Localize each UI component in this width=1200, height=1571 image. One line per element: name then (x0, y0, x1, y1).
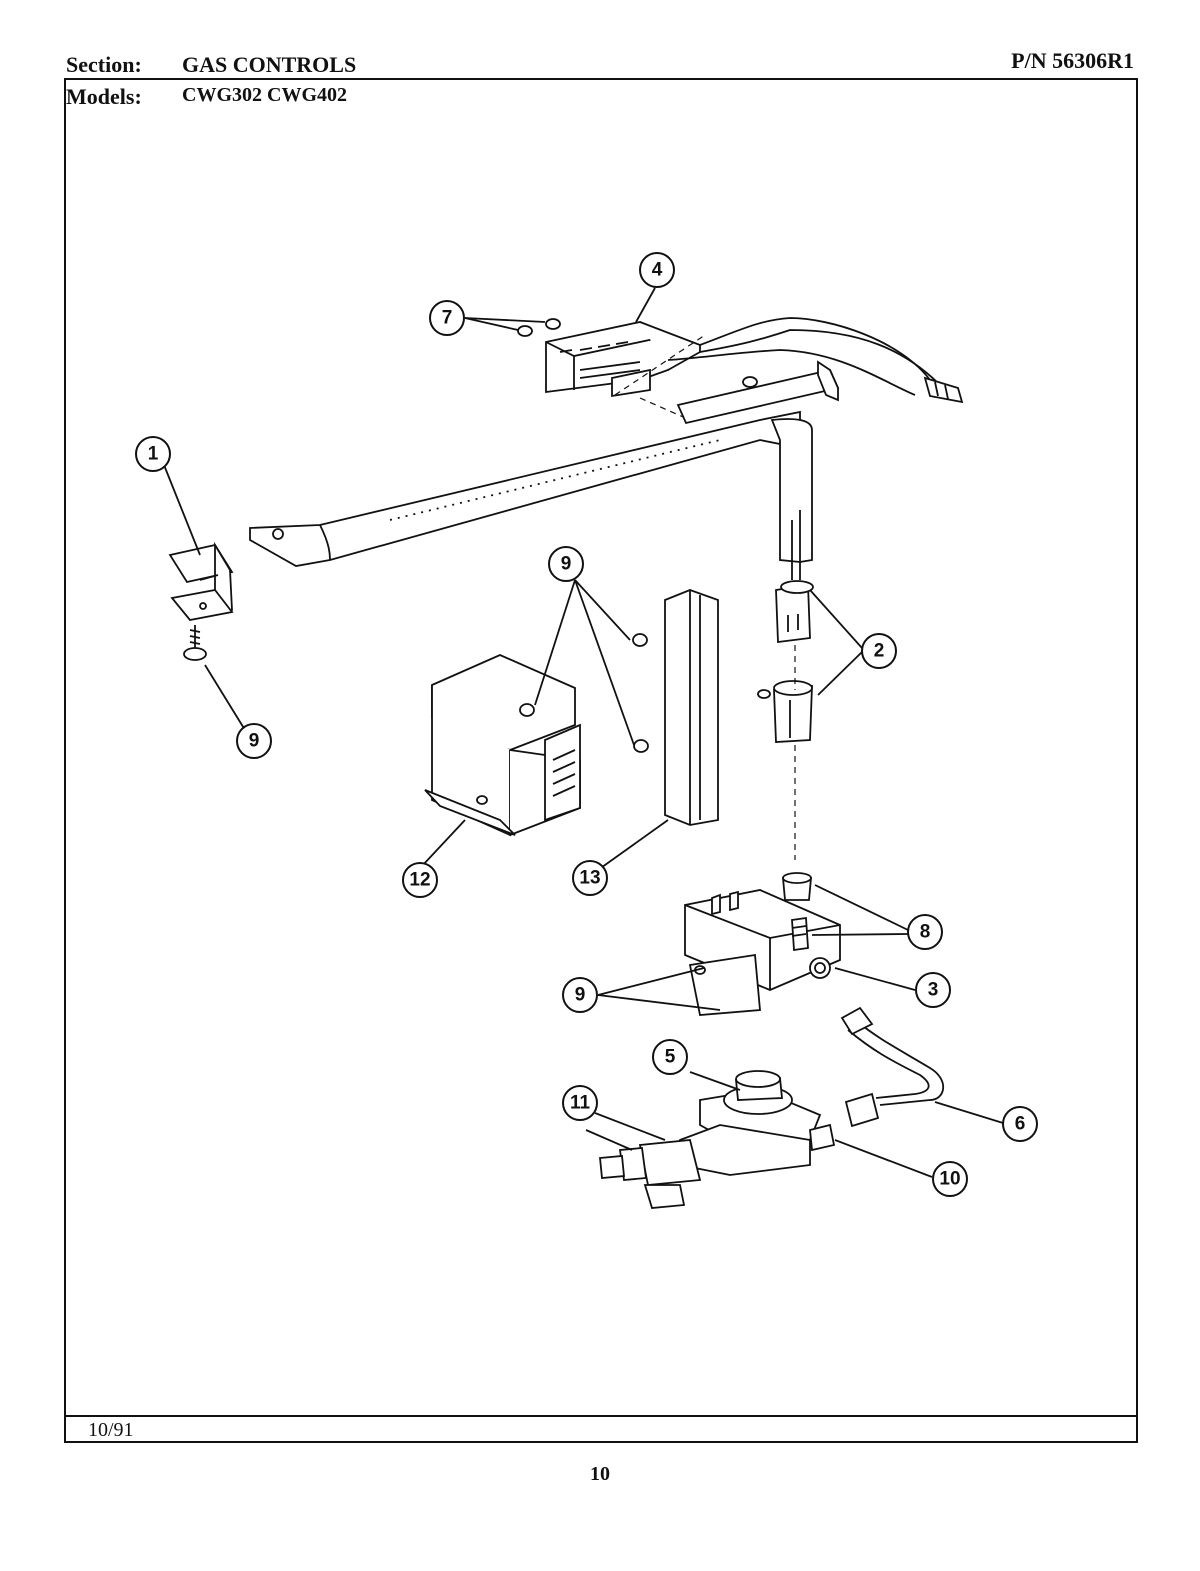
callout-8: 8 (907, 914, 943, 950)
vertical-channel-part (632, 589, 719, 826)
svg-text:9: 9 (561, 554, 572, 575)
screw-part (183, 625, 207, 661)
gas-tube-part (840, 1006, 945, 1128)
diagram-frame (64, 78, 1138, 1443)
callout-1: 1 (135, 436, 171, 472)
callout-5: 5 (652, 1039, 688, 1075)
callout-2: 2 (861, 633, 897, 669)
callout-11: 11 (562, 1085, 598, 1121)
footer-divider (64, 1415, 1138, 1417)
svg-text:12: 12 (409, 870, 430, 891)
callout-13: 13 (572, 860, 608, 896)
bracket-part (168, 541, 234, 621)
callout-3: 3 (915, 972, 951, 1008)
svg-text:4: 4 (652, 260, 663, 281)
valve-body-part (684, 889, 841, 1016)
svg-text:11: 11 (570, 1093, 591, 1114)
svg-text:9: 9 (575, 985, 586, 1006)
leader-lines (163, 287, 1004, 1178)
svg-text:2: 2 (874, 641, 885, 662)
svg-text:1: 1 (148, 444, 159, 465)
svg-text:5: 5 (665, 1047, 676, 1068)
revision-date: 10/91 (88, 1419, 134, 1441)
models-label: Models: (66, 84, 142, 109)
part-number: P/N 56306R1 (1011, 48, 1134, 73)
regulator-part (679, 1070, 836, 1176)
mounting-bracket-part (676, 360, 840, 425)
callout-9-left: 9 (236, 723, 272, 759)
callout-12: 12 (402, 862, 438, 898)
svg-text:13: 13 (579, 868, 600, 889)
svg-text:9: 9 (249, 731, 260, 752)
fitting-part (782, 872, 812, 952)
svg-text:10: 10 (939, 1169, 960, 1190)
section-label: Section: (66, 52, 142, 77)
svg-text:3: 3 (928, 980, 939, 1001)
shutoff-valve-part (585, 1129, 702, 1209)
screw-part (517, 318, 561, 337)
callout-6: 6 (1002, 1106, 1038, 1142)
shield-box-part (424, 654, 581, 837)
callout-9-valve: 9 (562, 977, 598, 1013)
callout-10: 10 (932, 1161, 968, 1197)
callout-9-top: 9 (548, 546, 584, 582)
svg-text:6: 6 (1015, 1114, 1026, 1135)
callout-7: 7 (429, 300, 465, 336)
section-value: GAS CONTROLS (182, 52, 357, 77)
svg-text:8: 8 (920, 922, 931, 943)
models-value: CWG302 CWG402 (182, 84, 347, 106)
svg-text:7: 7 (442, 308, 453, 329)
callout-4: 4 (639, 252, 675, 288)
page-number: 10 (590, 1463, 610, 1485)
air-shutter-part (775, 580, 814, 644)
burner-tube-part (249, 410, 813, 580)
igniter-part (545, 317, 964, 404)
orifice-holder-part (757, 680, 813, 743)
